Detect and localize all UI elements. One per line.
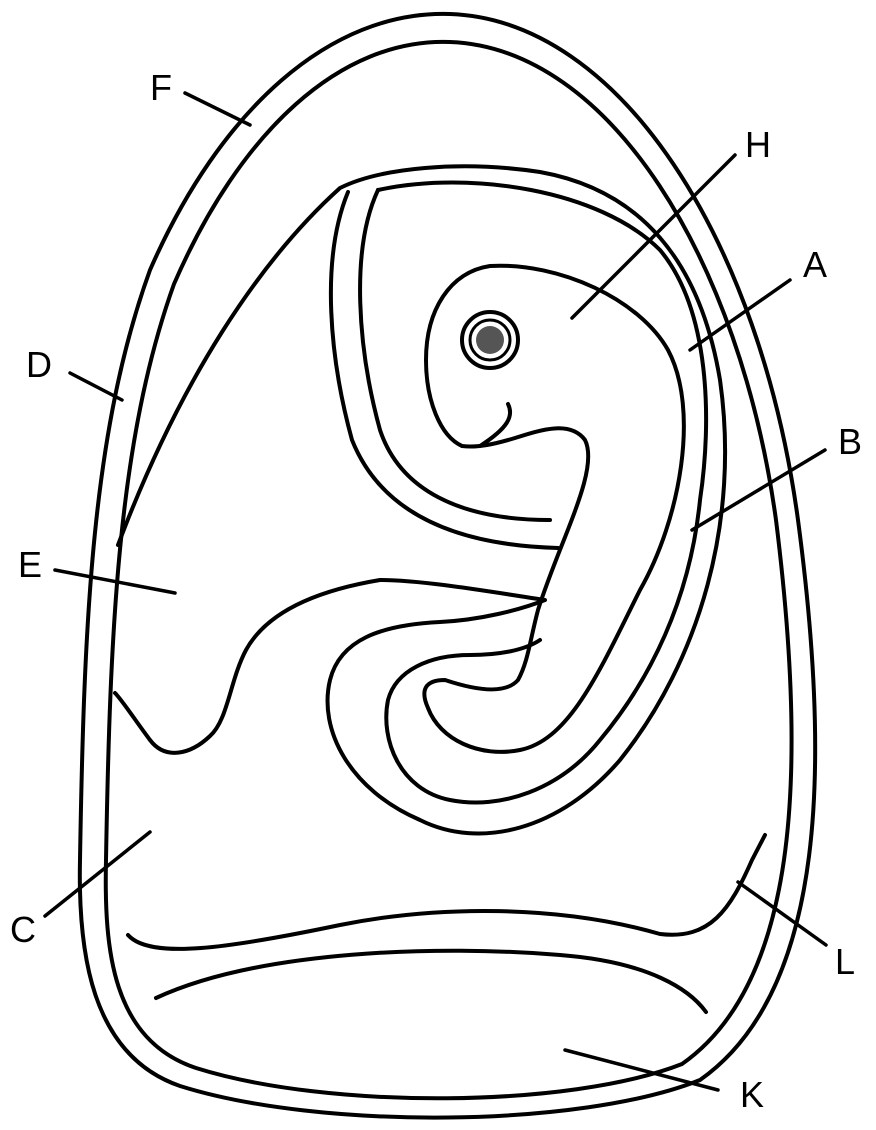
leader-B: [692, 450, 825, 530]
allantois-membrane: [115, 166, 725, 833]
leader-C: [45, 832, 150, 916]
chorion-floor: [128, 835, 765, 949]
label-A: A: [803, 244, 827, 285]
label-H: H: [745, 124, 771, 165]
yolk-sac: [156, 951, 706, 1012]
leader-F: [185, 93, 250, 125]
label-E: E: [18, 544, 42, 585]
amnion-inner-top: [360, 190, 550, 520]
label-K: K: [740, 1074, 764, 1115]
label-D: D: [26, 344, 52, 385]
embryo-eye-pupil: [476, 326, 504, 354]
leader-D: [70, 373, 122, 400]
label-B: B: [838, 421, 862, 462]
label-L: L: [835, 941, 855, 982]
leader-L: [738, 882, 826, 945]
label-C: C: [10, 909, 36, 950]
label-F: F: [150, 67, 172, 108]
